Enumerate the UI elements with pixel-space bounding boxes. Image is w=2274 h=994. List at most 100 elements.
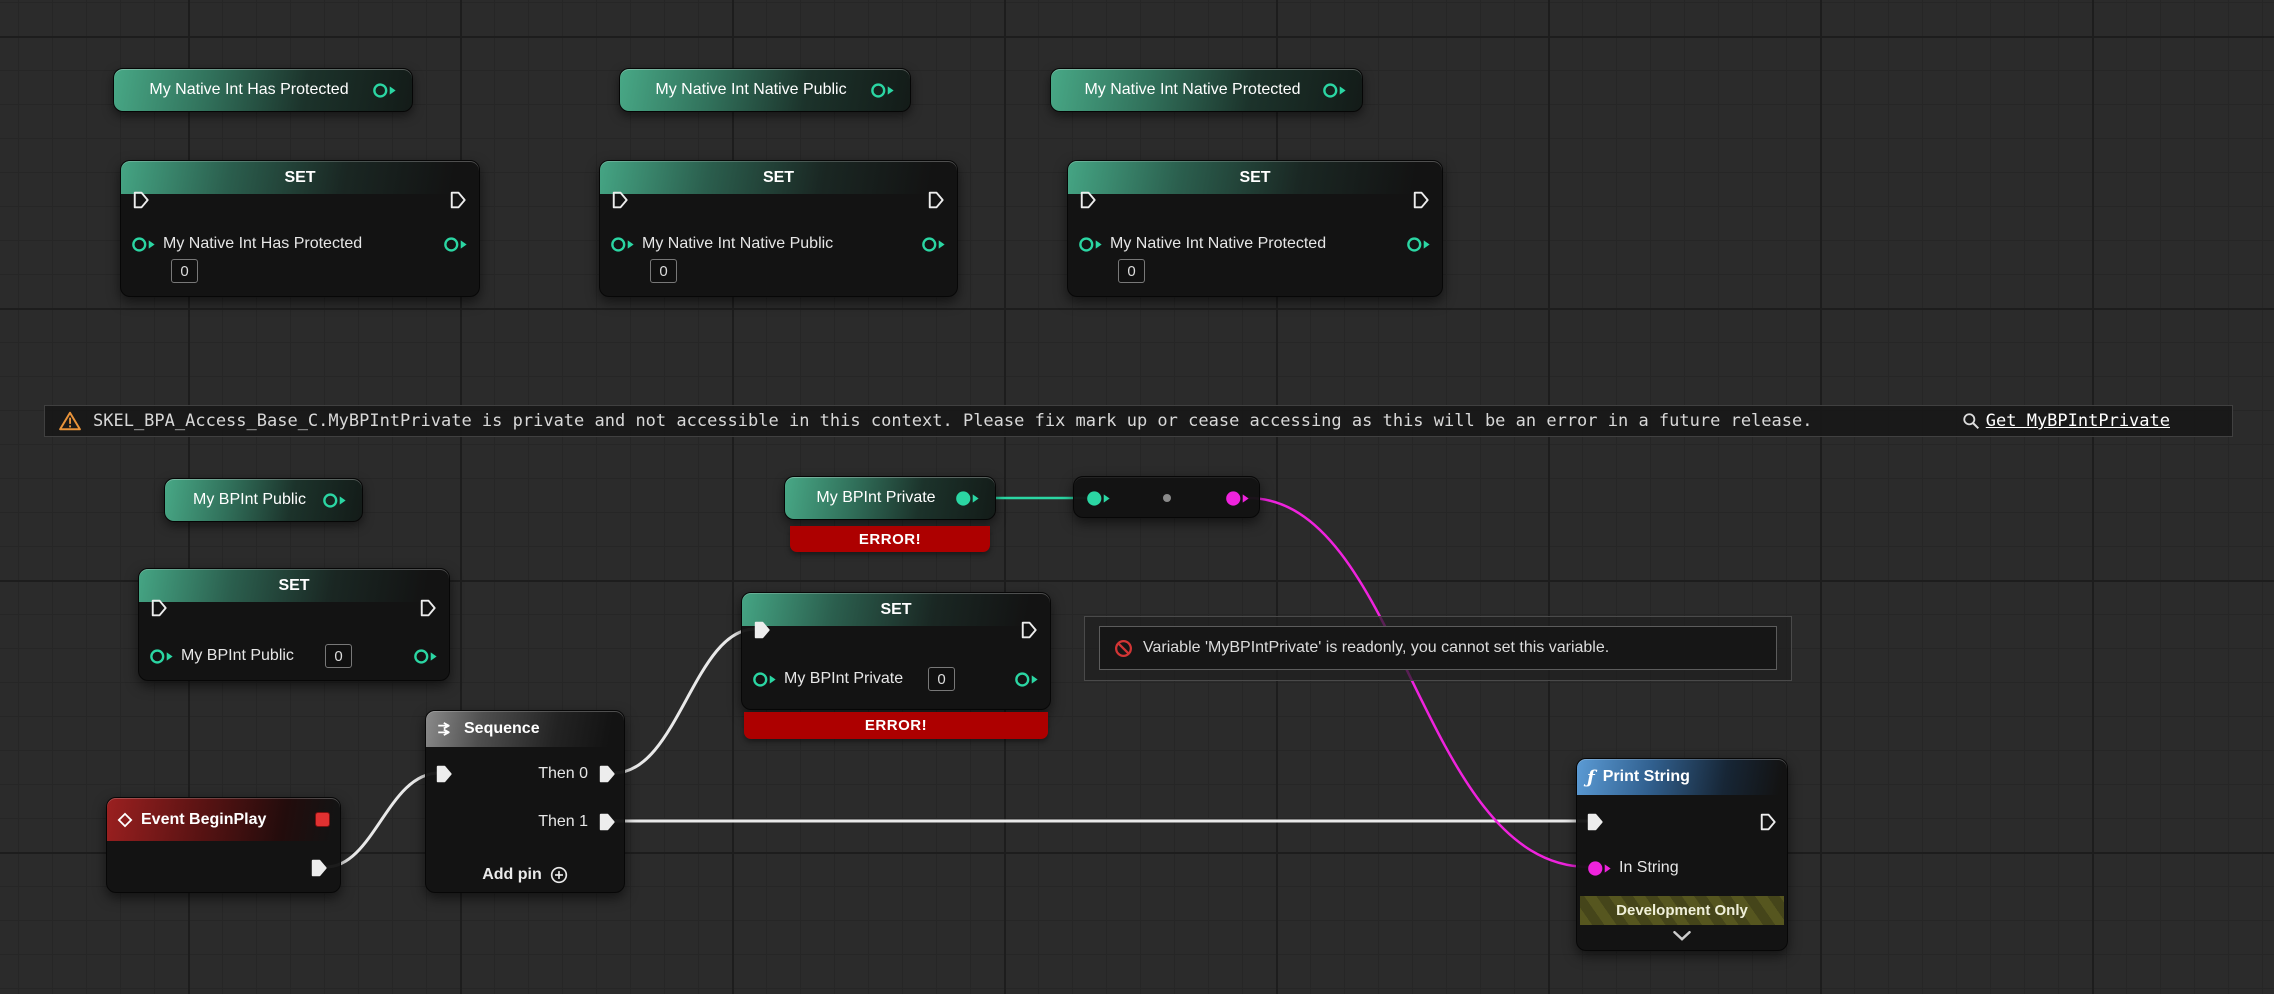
- string-output-pin[interactable]: [1225, 489, 1251, 508]
- value-input[interactable]: 0: [1118, 259, 1145, 283]
- get-node-my-bpint-private[interactable]: My BPInt Private: [784, 476, 996, 520]
- variable-name-label: My BPInt Public: [193, 491, 306, 508]
- pin-label: My BPInt Public: [181, 647, 294, 664]
- string-input-pin[interactable]: [1587, 859, 1613, 878]
- node-header: SET: [1068, 161, 1442, 194]
- int-input-pin[interactable]: [131, 235, 157, 254]
- get-node-my-native-int-native-protected[interactable]: My Native Int Native Protected: [1050, 68, 1363, 112]
- node-header: SET: [121, 161, 479, 194]
- get-node-my-native-int-has-protected[interactable]: My Native Int Has Protected: [113, 68, 413, 112]
- int-output-pin[interactable]: [1014, 670, 1040, 689]
- set-node-my-native-int-native-public[interactable]: SET My Native Int Native Public 0: [599, 160, 958, 297]
- int-output-pin[interactable]: [443, 235, 469, 254]
- node-title: SET: [284, 168, 316, 186]
- exec-out-pin[interactable]: [420, 599, 437, 617]
- int-input-pin[interactable]: [1086, 489, 1112, 508]
- event-diamond-icon: [117, 812, 133, 827]
- int-input-pin[interactable]: [752, 670, 778, 689]
- int-input-pin[interactable]: [610, 235, 636, 254]
- then0-exec-out-pin[interactable]: [599, 765, 616, 783]
- exec-in-pin[interactable]: [133, 191, 150, 209]
- int-output-pin[interactable]: [1406, 235, 1432, 254]
- readonly-warning-tooltip: Variable 'MyBPIntPrivate' is readonly, y…: [1084, 616, 1792, 681]
- node-header: SET: [742, 593, 1050, 626]
- pin-label: My Native Int Native Public: [642, 235, 834, 252]
- warning-jump-link[interactable]: Get MyBPIntPrivate: [1985, 411, 2170, 431]
- conversion-node-int-to-string[interactable]: [1073, 476, 1260, 518]
- value-input[interactable]: 0: [171, 259, 198, 283]
- pin-label: My Native Int Has Protected: [163, 235, 363, 252]
- get-node-my-native-int-native-public[interactable]: My Native Int Native Public: [619, 68, 911, 112]
- value-input[interactable]: 0: [928, 667, 955, 691]
- value-input[interactable]: 0: [325, 644, 352, 668]
- int-output-pin[interactable]: [413, 647, 439, 666]
- exec-out-pin[interactable]: [1413, 191, 1430, 209]
- int-output-pin[interactable]: [870, 81, 896, 100]
- set-node-my-native-int-native-protected[interactable]: SET My Native Int Native Protected 0: [1067, 160, 1443, 297]
- readonly-warning-text: Variable 'MyBPIntPrivate' is readonly, y…: [1143, 639, 1610, 656]
- int-output-pin[interactable]: [322, 491, 348, 510]
- int-input-pin[interactable]: [1078, 235, 1104, 254]
- variable-name-label: My BPInt Private: [816, 489, 936, 506]
- readonly-warning-box: Variable 'MyBPIntPrivate' is readonly, y…: [1099, 626, 1777, 670]
- print-string-node[interactable]: ƒ Print String In String Development Onl…: [1576, 758, 1788, 951]
- node-title: SET: [762, 168, 795, 186]
- int-output-pin[interactable]: [1322, 81, 1348, 100]
- error-banner: ERROR!: [790, 526, 990, 552]
- variable-name-label: My Native Int Native Protected: [1084, 81, 1301, 98]
- development-only-label: Development Only: [1616, 902, 1748, 919]
- then1-exec-out-pin[interactable]: [599, 813, 616, 831]
- node-title: SET: [278, 576, 310, 594]
- exec-in-pin[interactable]: [612, 191, 629, 209]
- error-banner: ERROR!: [744, 712, 1048, 739]
- warning-message: SKEL_BPA_Access_Base_C.MyBPIntPrivate is…: [93, 411, 1813, 431]
- warning-icon: [59, 411, 81, 431]
- then1-pin-label: Then 1: [538, 813, 588, 830]
- set-node-my-bpint-private[interactable]: SET My BPInt Private 0: [741, 592, 1051, 710]
- exec-out-pin[interactable]: [450, 191, 467, 209]
- int-output-pin[interactable]: [921, 235, 947, 254]
- int-output-pin[interactable]: [955, 489, 981, 508]
- set-node-my-native-int-has-protected[interactable]: SET My Native Int Has Protected 0: [120, 160, 480, 297]
- exec-out-pin[interactable]: [311, 859, 328, 877]
- wire-string-conversion-to-printstring[interactable]: [1246, 496, 1591, 869]
- pin-label: My BPInt Private: [784, 670, 904, 687]
- add-pin-label: Add pin: [482, 866, 542, 883]
- exec-in-pin[interactable]: [754, 621, 771, 639]
- node-header: SET: [600, 161, 957, 194]
- development-only-banner: Development Only: [1580, 896, 1784, 925]
- get-node-my-bpint-public[interactable]: My BPInt Public: [164, 478, 363, 522]
- exec-out-pin[interactable]: [1760, 813, 1777, 831]
- exec-in-pin[interactable]: [1587, 813, 1604, 831]
- warning-link-group[interactable]: Get MyBPIntPrivate: [1962, 411, 2218, 431]
- no-entry-icon: [1115, 639, 1132, 657]
- exec-in-pin[interactable]: [436, 765, 453, 783]
- value-input[interactable]: 0: [650, 259, 677, 283]
- node-title: Print String: [1602, 768, 1690, 785]
- wire-exec-then0-to-set[interactable]: [612, 627, 757, 775]
- exec-out-pin[interactable]: [1021, 621, 1038, 639]
- search-icon: [1963, 413, 1979, 430]
- variable-name-label: My Native Int Native Public: [655, 81, 847, 98]
- error-label: ERROR!: [858, 530, 922, 548]
- then0-pin-label: Then 0: [538, 765, 588, 782]
- conversion-dot-icon: [1163, 494, 1171, 502]
- variable-name-label: My Native Int Has Protected: [149, 81, 349, 98]
- exec-in-pin[interactable]: [151, 599, 168, 617]
- exec-in-pin[interactable]: [1080, 191, 1097, 209]
- add-pin-button[interactable]: Add pin: [426, 866, 624, 884]
- wire-exec-beginplay-to-sequence[interactable]: [324, 771, 441, 869]
- node-header: SET: [139, 569, 449, 602]
- event-beginplay-node[interactable]: Event BeginPlay: [106, 797, 341, 893]
- node-title: Event BeginPlay: [141, 810, 267, 828]
- int-input-pin[interactable]: [149, 647, 175, 666]
- int-output-pin[interactable]: [372, 81, 398, 100]
- set-node-my-bpint-public[interactable]: SET My BPInt Public 0: [138, 568, 450, 681]
- node-title: Sequence: [464, 720, 540, 737]
- exec-out-pin[interactable]: [928, 191, 945, 209]
- sequence-node[interactable]: Sequence Then 0 Then 1 Add pin: [425, 710, 625, 893]
- error-label: ERROR!: [864, 717, 928, 734]
- expand-chevron-icon[interactable]: [1672, 931, 1692, 941]
